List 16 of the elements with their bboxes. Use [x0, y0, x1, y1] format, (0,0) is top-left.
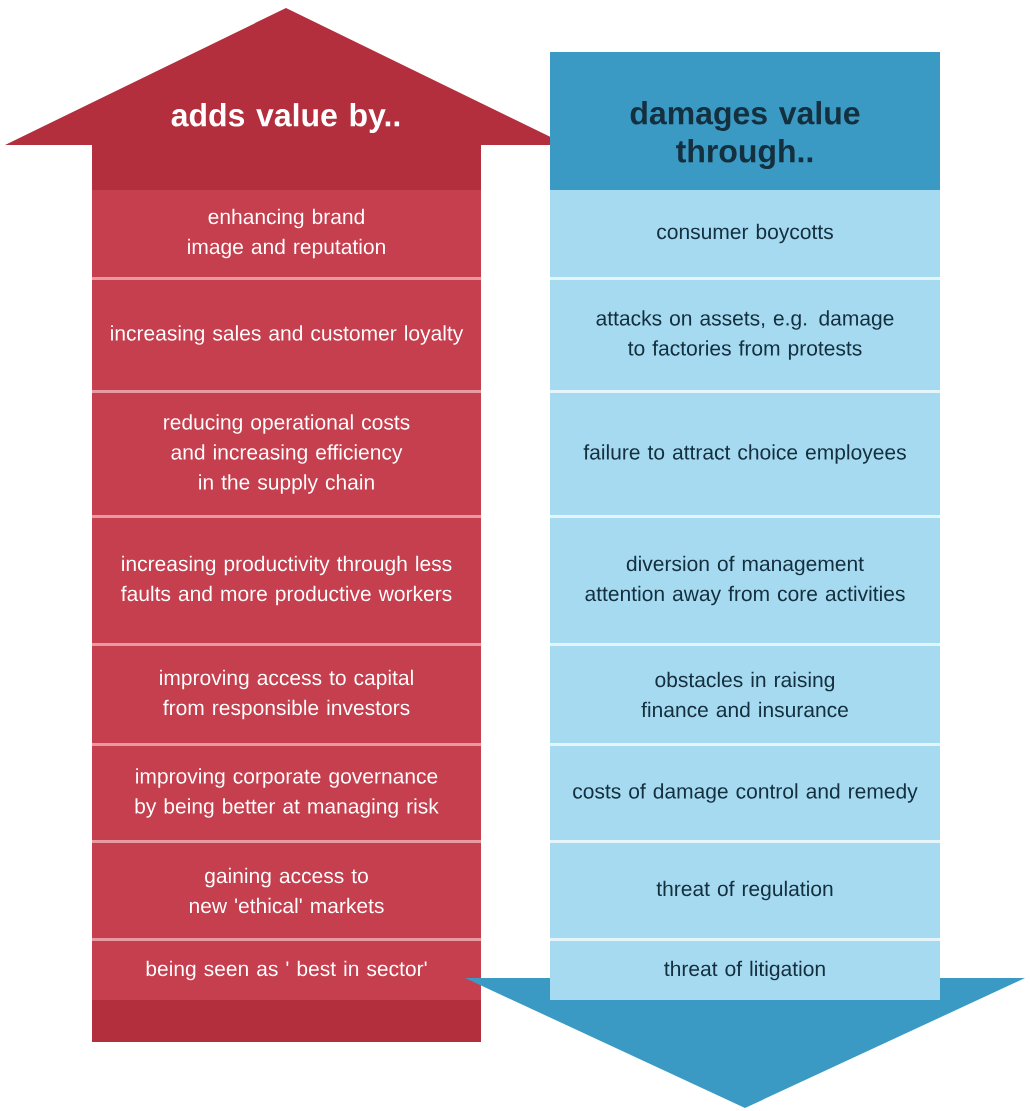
- row-band: obstacles in raising finance and insurance: [550, 646, 940, 743]
- row-band: attacks on assets, e.g. damage to factories from protests: [550, 280, 940, 390]
- row-band: gaining access to new 'ethical' markets: [92, 843, 481, 938]
- row-band: costs of damage control and remedy: [550, 746, 940, 840]
- row-band: enhancing brand image and reputation: [92, 190, 481, 277]
- row-band: failure to attract choice employees: [550, 393, 940, 515]
- row-band: threat of regulation: [550, 843, 940, 938]
- row-band: threat of litigation: [550, 941, 940, 1000]
- row-band: diversion of management attention away from core activities: [550, 518, 940, 643]
- row-band: consumer boycotts: [550, 190, 940, 277]
- row-band: reducing operational costs and increasing efficiency in the supply chain: [92, 393, 481, 515]
- row-band: increasing productivity through less faults and more productive workers: [92, 518, 481, 643]
- row-band: being seen as ' best in sector': [92, 941, 481, 1000]
- row-band: improving corporate governance by being better at managing risk: [92, 746, 481, 840]
- row-band: improving access to capital from responsible investors: [92, 646, 481, 743]
- row-band: increasing sales and customer loyalty: [92, 280, 481, 390]
